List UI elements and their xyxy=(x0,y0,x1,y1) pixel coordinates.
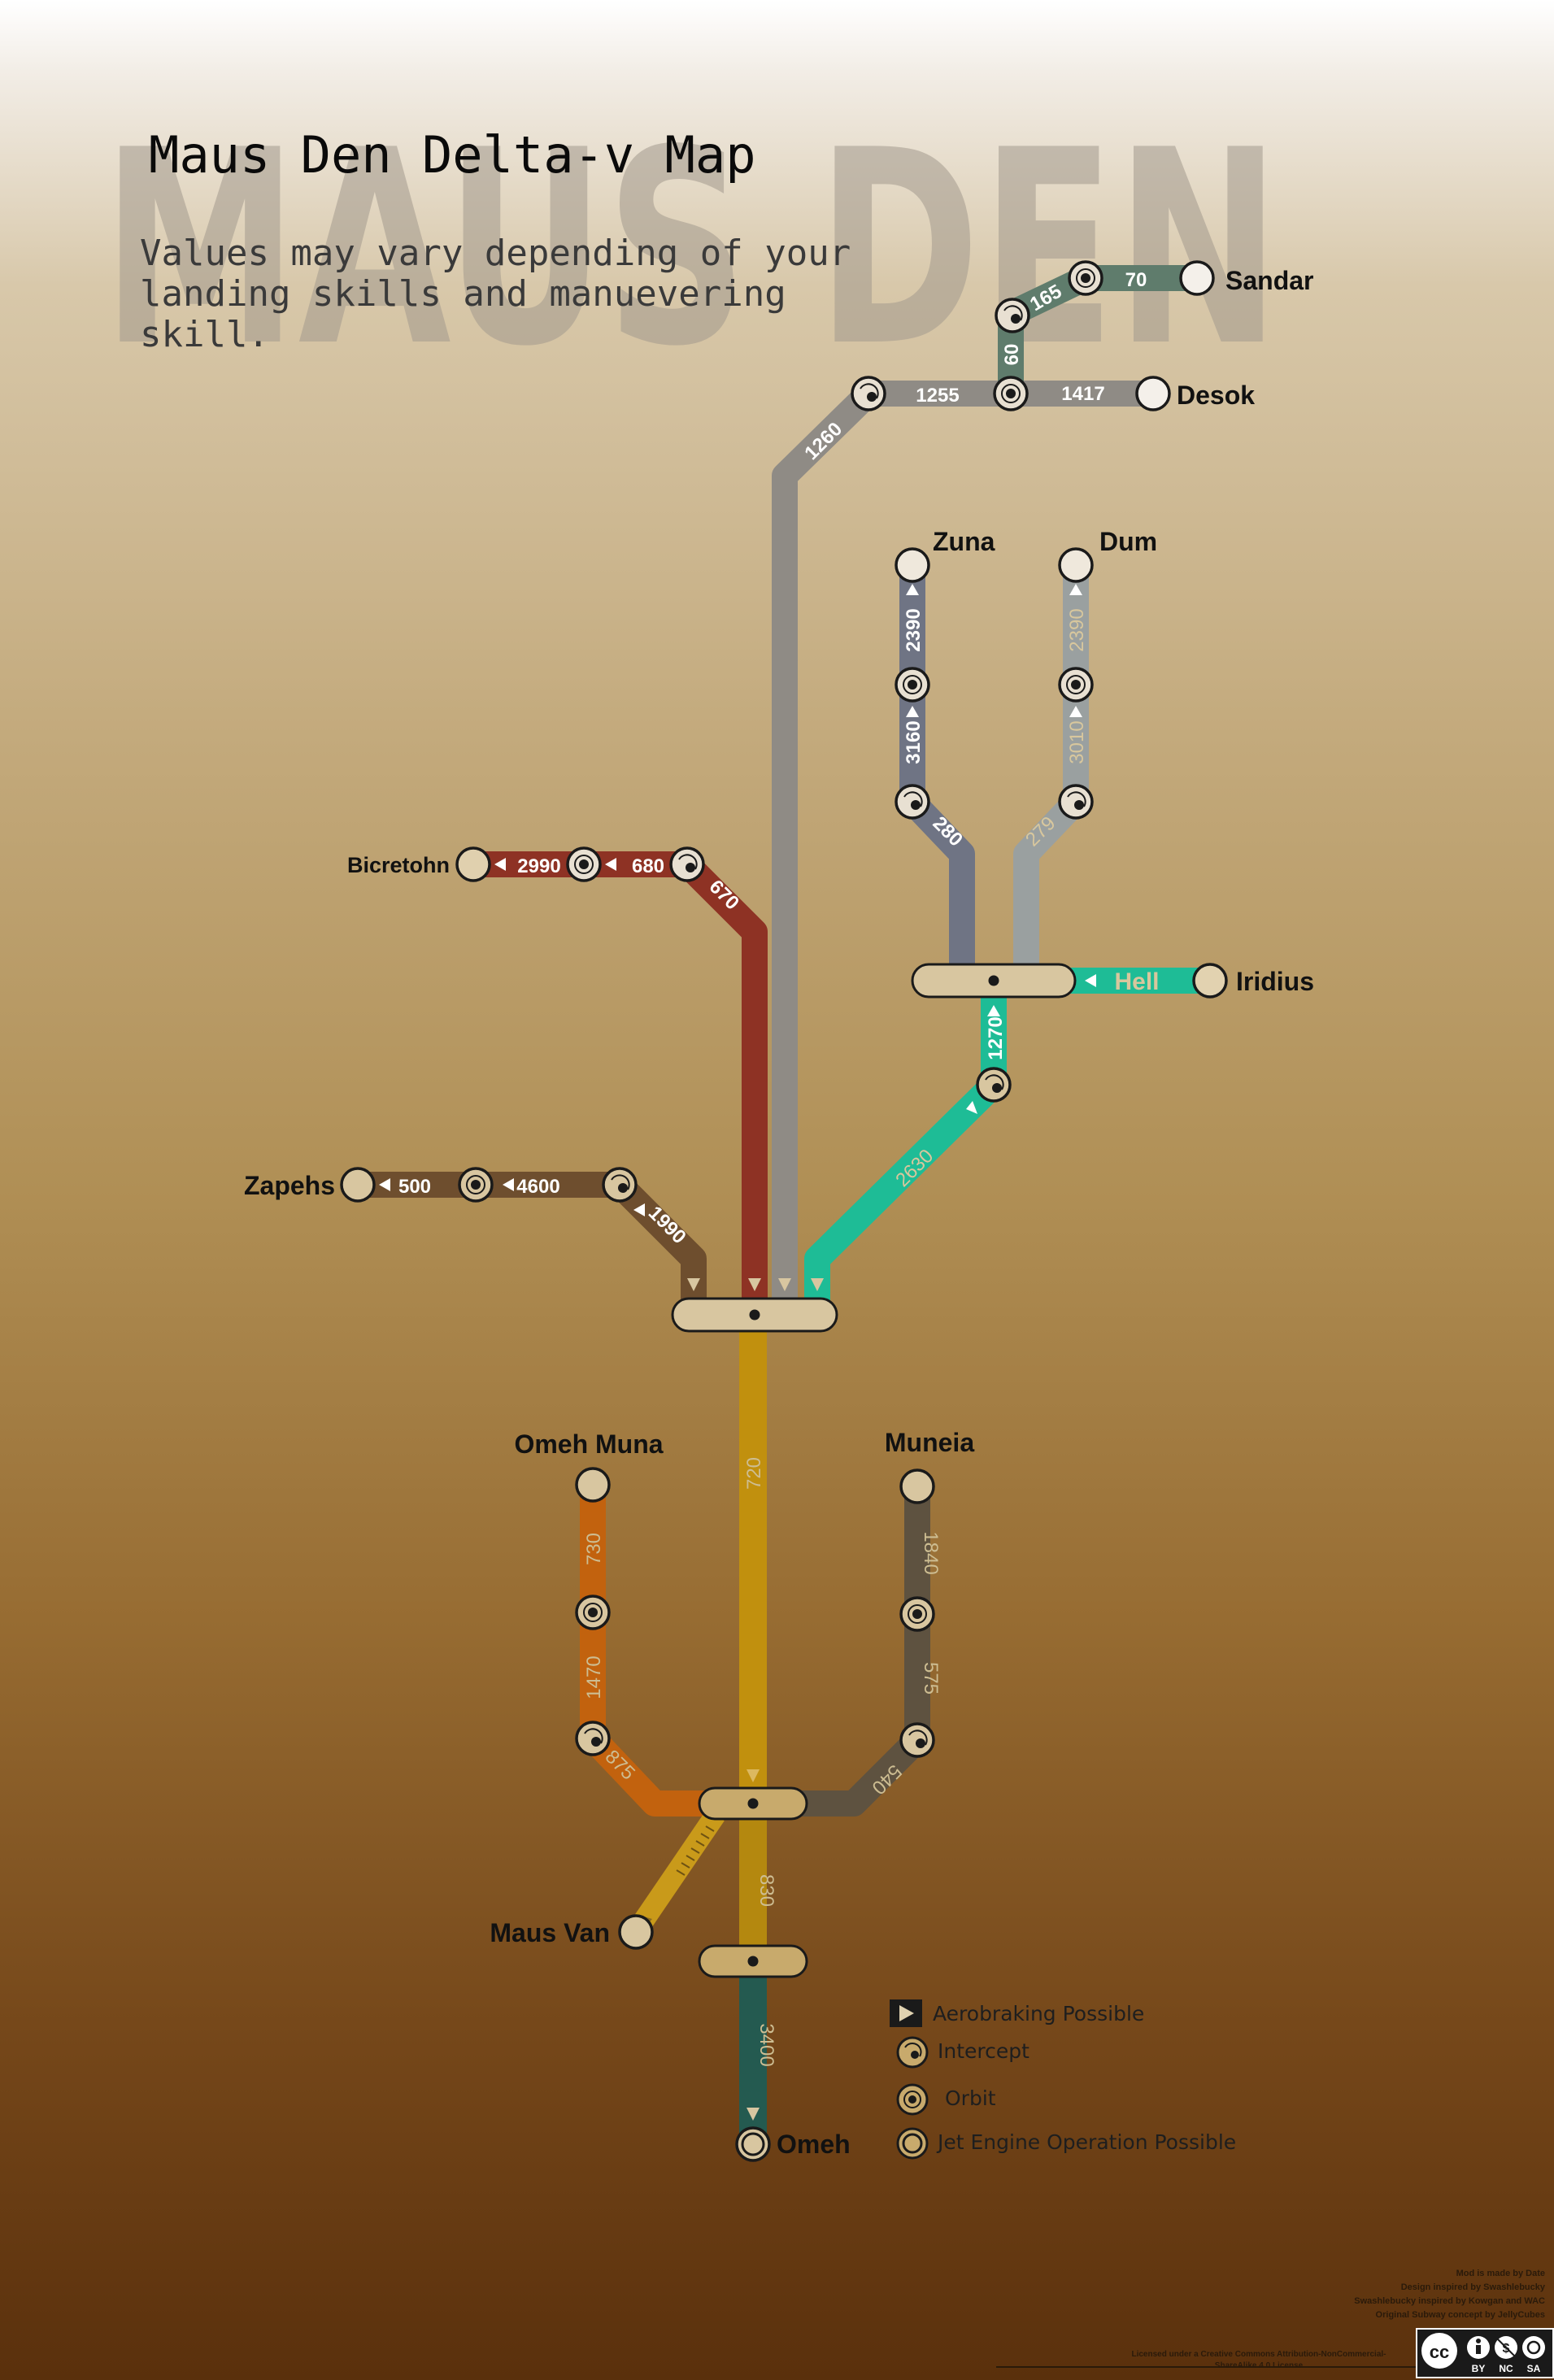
station-zuna-node xyxy=(895,547,930,583)
dv-trunk-lower: 830 xyxy=(755,1874,777,1907)
dv-omeh-muna-capture: 1470 xyxy=(583,1656,605,1699)
cc-sa-label: SA xyxy=(1527,2363,1541,2374)
dv-omeh-muna-land: 730 xyxy=(583,1533,605,1565)
station-zuna-label: Zuna xyxy=(933,527,995,556)
station-desok-label: Desok xyxy=(1177,381,1255,410)
aerobrake-arrow xyxy=(1085,974,1096,987)
dv-bicretohn-capture: 680 xyxy=(632,855,664,877)
cc-nc-label: NC xyxy=(1499,2363,1513,2374)
intercept-markers xyxy=(575,298,1094,1758)
legend-jet-engine-label: Jet Engine Operation Possible xyxy=(936,2130,1236,2154)
station-omeh-label: Omeh xyxy=(777,2130,851,2159)
station-iridius-node xyxy=(1192,963,1228,999)
dv-trunk-upper: 720 xyxy=(743,1457,765,1490)
dv-zapehs-land: 500 xyxy=(398,1176,431,1198)
station-desok-node xyxy=(1135,376,1171,411)
subtitle-line-3: skill. xyxy=(140,314,269,355)
cc-license-badge[interactable]: cc $ BY NC SA xyxy=(1416,2328,1554,2378)
dv-dum-capture: 3010 xyxy=(1066,720,1088,764)
dv-sandar-link: 60 xyxy=(1001,344,1023,366)
aerobrake-arrow xyxy=(747,1769,760,1782)
dv-desok-orbit: 1255 xyxy=(916,385,959,407)
station-dum-node xyxy=(1058,547,1094,583)
route-sandar xyxy=(998,265,1197,394)
dv-iridius-land: Hell xyxy=(1114,968,1159,995)
station-omeh-muna-node xyxy=(575,1467,611,1503)
svg-text:$: $ xyxy=(1503,2342,1510,2356)
aerobrake-arrow xyxy=(748,1278,761,1291)
aerobrake-arrow xyxy=(633,1203,645,1216)
station-maus-van-node xyxy=(618,1914,654,1950)
legend-orbit-label: Orbit xyxy=(945,2086,996,2110)
station-omeh-muna-label: Omeh Muna xyxy=(514,1429,663,1459)
route-muneia xyxy=(793,1485,930,1817)
station-iridius-label: Iridius xyxy=(1236,967,1314,996)
legend: Aerobraking Possible Intercept Orbit Jet… xyxy=(890,1999,1236,2160)
dv-zapehs-capture: 4600 xyxy=(516,1176,559,1198)
dv-muneia-capture: 575 xyxy=(920,1662,942,1695)
cc-sa-icon xyxy=(1522,2336,1545,2359)
aerobrake-arrow xyxy=(1069,706,1082,717)
aerobrake-arrow xyxy=(987,1005,1000,1016)
dv-iridius-escape: 1270 xyxy=(985,1016,1007,1059)
station-dum-label: Dum xyxy=(1099,527,1157,556)
cc-by-label: BY xyxy=(1472,2363,1486,2374)
station-zapehs-node xyxy=(340,1167,376,1203)
dv-zuna-capture: 3160 xyxy=(903,720,925,764)
dv-sandar-land: 70 xyxy=(1125,269,1147,291)
station-bicretohn-label: Bicretohn xyxy=(347,853,450,877)
aerobrake-arrow xyxy=(778,1278,791,1291)
credit-line-4: Original Subway concept by JellyCubes xyxy=(1376,2310,1545,2320)
dv-muneia-land: 1840 xyxy=(920,1531,942,1574)
aerobrake-arrow xyxy=(605,858,616,871)
station-zapehs-label: Zapehs xyxy=(244,1171,335,1200)
credit-line-3: Swashlebucky inspired by Kowgan and WAC xyxy=(1354,2296,1545,2306)
dv-omeh-land: 3400 xyxy=(755,2023,777,2066)
license-line-2: ShareAlike 4.0 License xyxy=(1215,2361,1304,2370)
station-muneia-label: Muneia xyxy=(885,1428,974,1457)
jet-engine-legend-icon xyxy=(896,2127,929,2160)
aerobrake-arrow xyxy=(747,2108,760,2121)
aerobrake-arrow xyxy=(906,706,919,717)
credit-line-2: Design inspired by Swashlebucky xyxy=(1401,2282,1546,2292)
license-line-1: Licensed under a Creative Commons Attrib… xyxy=(1131,2350,1386,2359)
aerobrake-arrow xyxy=(811,1278,824,1291)
station-muneia-node xyxy=(899,1468,935,1504)
subtitle-line-1: Values may vary depending of your xyxy=(140,233,851,274)
svg-text:cc: cc xyxy=(1430,2342,1449,2362)
legend-intercept-label: Intercept xyxy=(938,2039,1029,2063)
aerobrake-arrow xyxy=(503,1178,514,1191)
background-watermark: MAUS DEN xyxy=(102,93,1281,405)
subtitle-line-2: landing skills and manuevering xyxy=(140,273,786,315)
route-iridius xyxy=(804,968,1210,1301)
aerobrake-arrow xyxy=(494,858,506,871)
route-zapehs xyxy=(358,1172,707,1301)
dv-bicretohn-land: 2990 xyxy=(517,855,560,877)
legend-aerobraking-label: Aerobraking Possible xyxy=(933,2002,1144,2025)
aerobrake-arrow xyxy=(379,1178,390,1191)
station-bicretohn-node xyxy=(455,846,491,882)
dv-desok-land: 1417 xyxy=(1061,383,1104,405)
route-maus-van xyxy=(627,1808,725,1938)
aerobrake-arrow xyxy=(687,1278,700,1291)
credit-line-1: Mod is made by Date xyxy=(1456,2269,1545,2278)
page-title: Maus Den Delta-v Map xyxy=(149,125,756,185)
dv-zuna-land: 2390 xyxy=(903,608,925,651)
station-sandar-label: Sandar xyxy=(1225,266,1313,295)
station-maus-van-label: Maus Van xyxy=(490,1918,610,1947)
aerobrake-arrow xyxy=(966,1101,977,1114)
aerobrake-arrow xyxy=(1069,584,1082,595)
route-bicretohn xyxy=(473,851,768,1301)
orbit-markers xyxy=(458,260,1103,1632)
dv-dum-land: 2390 xyxy=(1066,608,1088,651)
aerobrake-arrow xyxy=(906,584,919,595)
station-sandar-node xyxy=(1179,260,1215,296)
